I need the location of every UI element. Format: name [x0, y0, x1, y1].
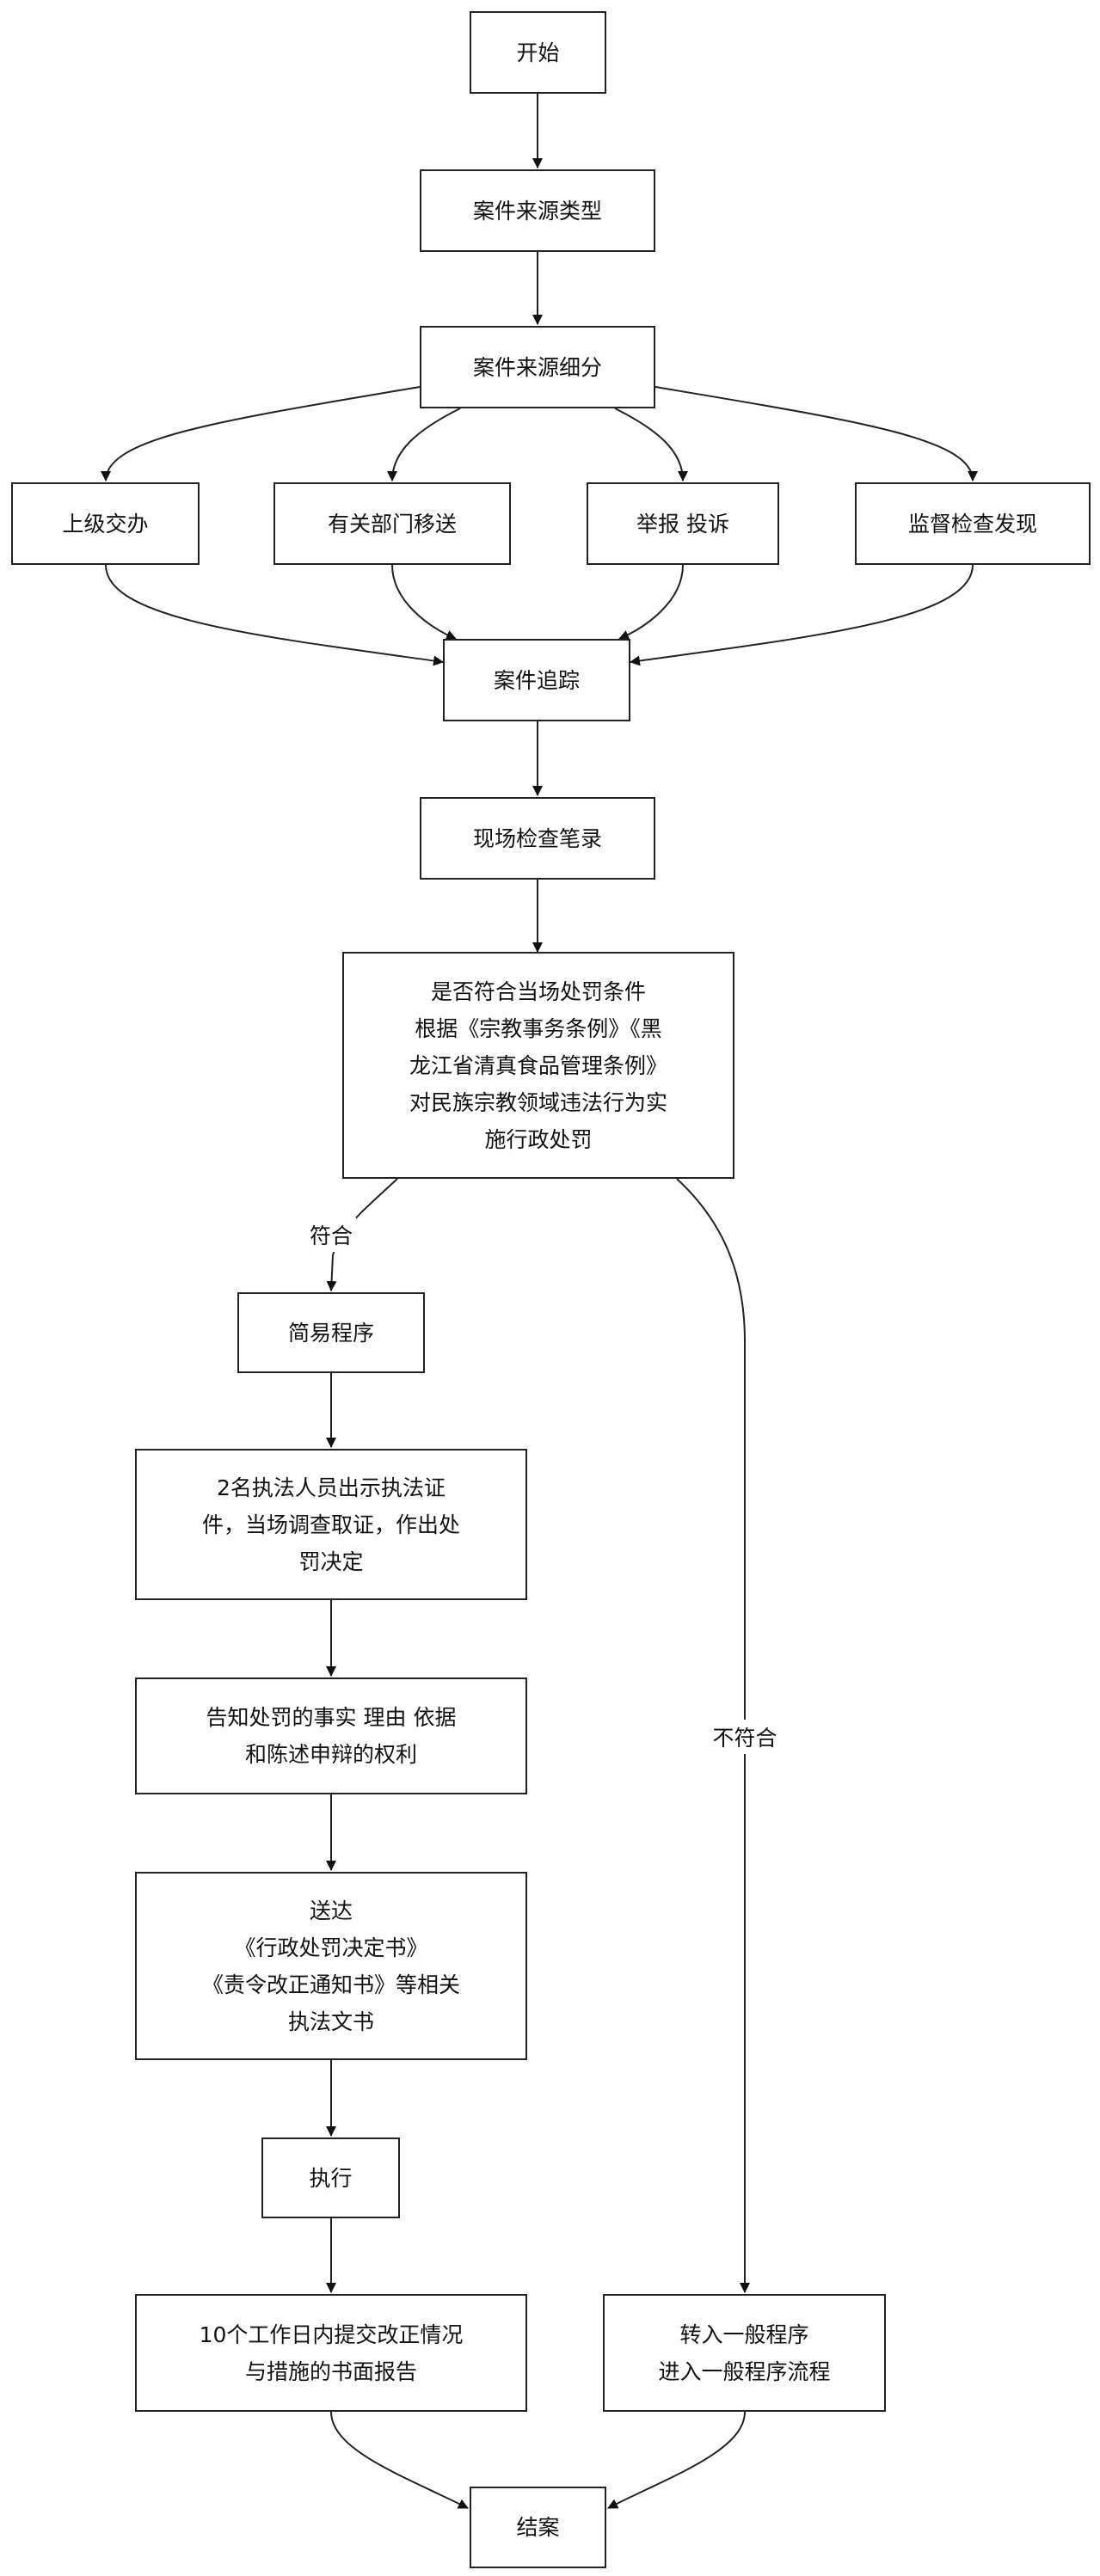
node-transfer: 有关部门移送 [273, 482, 511, 565]
edge-report-tracking [618, 564, 684, 641]
node-report: 举报 投诉 [587, 482, 779, 565]
node-decision: 是否符合当场处罚条件 根据《宗教事务条例》《黑 龙江省清真食品管理条例》 对民族… [342, 952, 734, 1179]
node-source-type: 案件来源类型 [420, 169, 655, 252]
edge-decision-general [676, 1178, 750, 2293]
edge-detail-report [614, 408, 688, 481]
node-report-10-days: 10个工作日内提交改正情况 与措施的书面报告 [135, 2294, 527, 2412]
edge-transfer-tracking [391, 564, 457, 641]
node-onsite-record: 现场检查笔录 [420, 797, 655, 880]
node-inform: 告知处罚的事实 理由 依据 和陈述申辩的权利 [135, 1677, 527, 1794]
edge-general-close [607, 2411, 746, 2509]
edge-report-close [330, 2411, 469, 2509]
node-start: 开始 [470, 11, 606, 94]
edge-detail-superior [101, 386, 421, 481]
node-execute: 执行 [261, 2137, 400, 2218]
node-source-detail: 案件来源细分 [420, 326, 655, 408]
node-simple: 简易程序 [237, 1292, 425, 1373]
edge-label-yes: 符合 [305, 1217, 357, 1252]
node-superior: 上级交办 [11, 482, 200, 565]
node-general-procedure: 转入一般程序 进入一般程序流程 [603, 2294, 886, 2412]
node-two-officers: 2名执法人员出示执法证 件，当场调查取证，作出处 罚决定 [135, 1449, 527, 1600]
node-deliver: 送达 《行政处罚决定书》 《责令改正通知书》等相关 执法文书 [135, 1872, 527, 2060]
edge-detail-transfer [387, 408, 461, 481]
edge-detail-inspection [654, 386, 978, 481]
edge-label-no: 不符合 [709, 1720, 781, 1754]
node-inspection: 监督检查发现 [855, 482, 1091, 565]
edge-superior-tracking [105, 564, 444, 666]
node-close: 结案 [470, 2487, 606, 2568]
edge-inspection-tracking [630, 564, 974, 666]
node-tracking: 案件追踪 [443, 639, 630, 721]
